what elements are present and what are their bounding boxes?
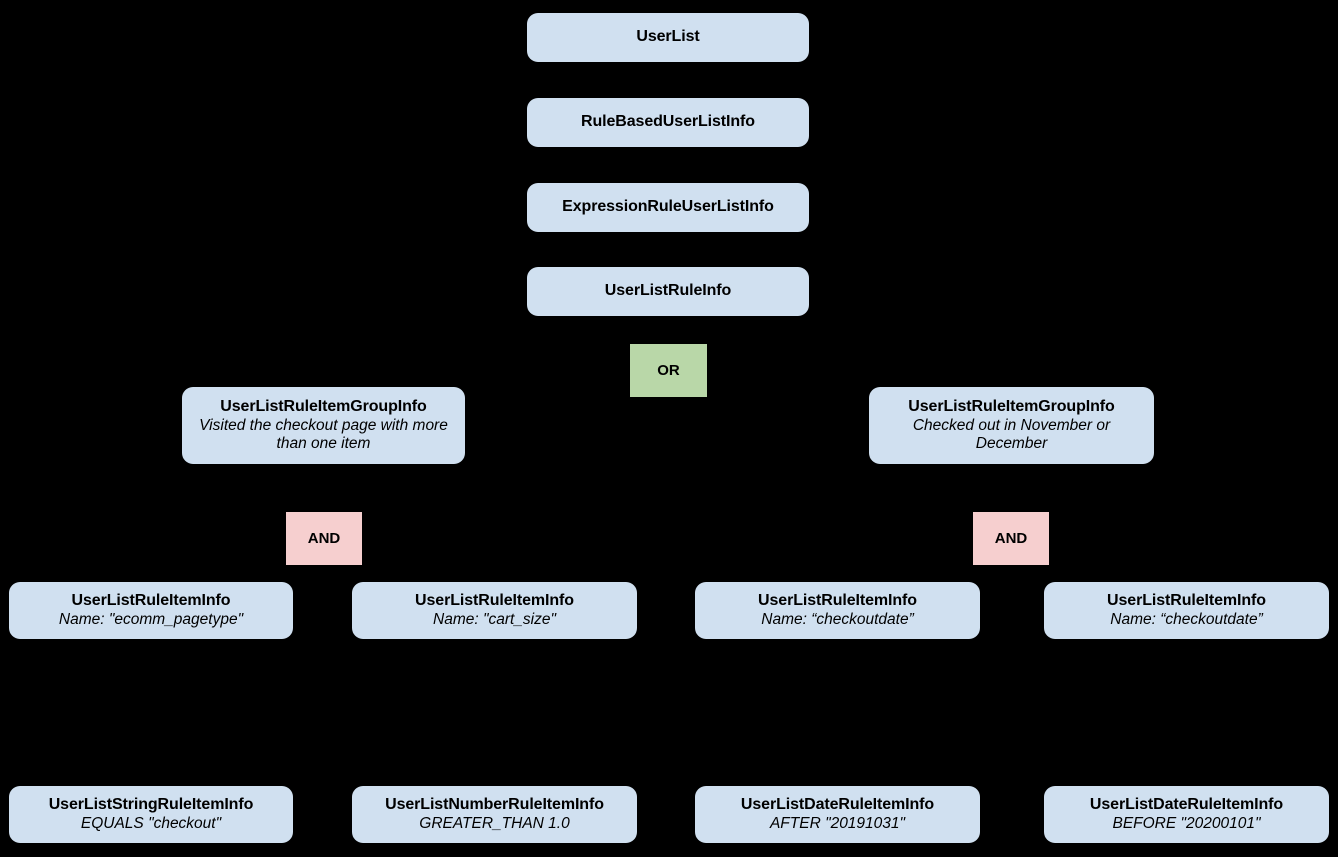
node-userlist[interactable]: UserList [527, 13, 809, 62]
node-detail: EQUALS "checkout" [80, 814, 222, 832]
node-title: UserListDateRuleItemInfo [740, 795, 935, 813]
node-title: UserListRuleItemInfo [71, 591, 231, 609]
node-title: UserListDateRuleItemInfo [1089, 795, 1284, 813]
node-detail: AFTER "20191031" [769, 814, 906, 832]
edge-and-right-to-item-4 [1184, 572, 1186, 582]
node-title: UserList [636, 28, 700, 46]
edge-userlist-to-rulebased [667, 62, 669, 100]
node-detail: Name: "ecomm_pagetype" [58, 610, 244, 628]
edge-and-left-to-item-2 [494, 572, 496, 582]
node-title: UserListRuleItemInfo [1107, 591, 1266, 609]
node-rulebaseduserlistinfo[interactable]: RuleBasedUserListInfo [527, 98, 809, 147]
node-group-left[interactable]: UserListRuleItemGroupInfo Visited the ch… [182, 387, 465, 464]
node-date-rule-item-before[interactable]: UserListDateRuleItemInfo BEFORE "2020010… [1044, 786, 1329, 843]
node-group-right[interactable]: UserListRuleItemGroupInfo Checked out in… [869, 387, 1154, 464]
edge-or-to-group-left [323, 381, 325, 388]
node-rule-item-checkoutdate-before[interactable]: UserListRuleItemInfo Name: “checkoutdate… [1044, 582, 1329, 639]
edge-and-right-bus [837, 572, 1185, 574]
edge-ruleinfo-to-or [667, 316, 669, 344]
node-detail: Checked out in November or December [912, 416, 1111, 452]
node-detail: Name: “checkoutdate” [1110, 610, 1263, 628]
node-rule-item-ecomm-pagetype[interactable]: UserListRuleItemInfo Name: "ecomm_pagety… [9, 582, 293, 639]
node-title: ExpressionRuleUserListInfo [562, 198, 774, 216]
edge-expression-to-ruleinfo [667, 232, 669, 270]
node-title: UserListRuleInfo [604, 282, 732, 300]
edge-or-to-group-right [1010, 381, 1012, 388]
node-userlistruleinfo[interactable]: UserListRuleInfo [527, 267, 809, 316]
node-detail: Name: "cart_size" [433, 610, 556, 628]
operator-label: AND [994, 529, 1028, 547]
node-date-rule-item-after[interactable]: UserListDateRuleItemInfo AFTER "20191031… [695, 786, 980, 843]
node-title: UserListRuleItemGroupInfo [908, 397, 1115, 415]
edge-and-left-bus [150, 572, 496, 574]
node-title: RuleBasedUserListInfo [581, 113, 755, 131]
edge-item-1-to-typed-1 [150, 639, 152, 786]
node-string-rule-item[interactable]: UserListStringRuleItemInfo EQUALS "check… [9, 786, 293, 843]
node-detail: BEFORE "20200101" [1112, 814, 1261, 832]
node-rule-item-checkoutdate-after[interactable]: UserListRuleItemInfo Name: “checkoutdate… [695, 582, 980, 639]
edge-group-right-to-and [1010, 464, 1012, 512]
node-detail: GREATER_THAN 1.0 [419, 814, 570, 832]
edge-rulebased-to-expression [667, 147, 669, 185]
node-detail: Visited the checkout page with more than… [199, 416, 448, 452]
operator-or[interactable]: OR [630, 344, 707, 397]
operator-label: OR [657, 361, 680, 379]
operator-and-left[interactable]: AND [286, 512, 362, 565]
edge-and-left-to-item-1 [150, 572, 152, 582]
node-rule-item-cart-size[interactable]: UserListRuleItemInfo Name: "cart_size" [352, 582, 637, 639]
edge-item-4-to-typed-4 [1184, 639, 1186, 786]
node-title: UserListRuleItemInfo [415, 591, 574, 609]
node-title: UserListRuleItemInfo [758, 591, 917, 609]
edge-item-3-to-typed-3 [837, 639, 839, 786]
operator-label: AND [307, 529, 341, 547]
node-title: UserListRuleItemGroupInfo [220, 397, 427, 415]
node-number-rule-item[interactable]: UserListNumberRuleItemInfo GREATER_THAN … [352, 786, 637, 843]
operator-and-right[interactable]: AND [973, 512, 1049, 565]
node-detail: Name: “checkoutdate” [761, 610, 914, 628]
edge-group-left-to-and [323, 464, 325, 512]
node-expressionruleuserlistinfo[interactable]: ExpressionRuleUserListInfo [527, 183, 809, 232]
node-title: UserListNumberRuleItemInfo [385, 795, 604, 813]
edge-and-right-to-item-3 [837, 572, 839, 582]
edge-item-2-to-typed-2 [494, 639, 496, 786]
node-title: UserListStringRuleItemInfo [48, 795, 254, 813]
